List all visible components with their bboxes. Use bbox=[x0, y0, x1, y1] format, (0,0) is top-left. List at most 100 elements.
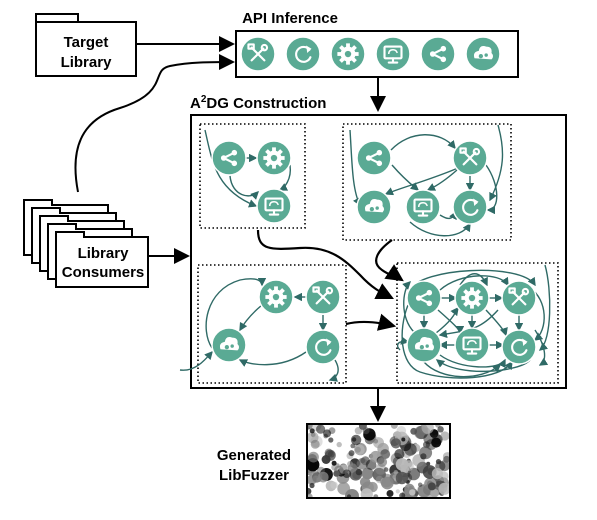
graph-edge bbox=[489, 124, 504, 202]
cloud-icon bbox=[473, 46, 494, 60]
noise-dot bbox=[381, 476, 394, 490]
monitor-node bbox=[256, 188, 292, 224]
generated-label-line1: Generated bbox=[217, 447, 291, 464]
noise-dot bbox=[431, 437, 442, 448]
graph-edge bbox=[384, 167, 459, 196]
refresh-icon bbox=[511, 338, 528, 356]
noise-dot bbox=[324, 448, 333, 457]
noise-dot bbox=[356, 458, 369, 470]
noise-dot bbox=[358, 425, 367, 430]
noise-dot bbox=[331, 464, 338, 471]
tools-icon bbox=[508, 287, 530, 306]
graph-edge bbox=[435, 306, 459, 334]
noise-dot bbox=[430, 488, 439, 497]
refresh-icon bbox=[315, 338, 332, 356]
graph-edge bbox=[401, 304, 513, 379]
noise-dot bbox=[333, 470, 340, 477]
consumers-to-api-curve bbox=[74, 54, 235, 193]
target-label-line2: Library bbox=[61, 54, 113, 71]
graph-edge bbox=[229, 175, 259, 200]
target-label-line1: Target bbox=[64, 34, 109, 51]
noise-dot bbox=[373, 494, 379, 497]
share-icon bbox=[415, 289, 433, 307]
noise-dot bbox=[355, 468, 363, 476]
graph-edge bbox=[439, 354, 506, 369]
noise-dot bbox=[393, 470, 398, 475]
noise-dot bbox=[409, 489, 416, 496]
merge-arrow-1 bbox=[256, 229, 394, 299]
graph-edge bbox=[204, 129, 258, 208]
noise-dot bbox=[347, 463, 358, 474]
share-node bbox=[356, 140, 392, 176]
monitor-node bbox=[405, 189, 441, 225]
gear-node bbox=[256, 140, 292, 176]
noise-dot bbox=[308, 425, 313, 430]
monitor-icon bbox=[383, 45, 403, 64]
refresh-icon bbox=[295, 45, 312, 63]
cloud-node bbox=[465, 36, 501, 72]
merge-arrow-2 bbox=[375, 239, 404, 282]
cloud-node bbox=[211, 327, 247, 363]
graph-edge bbox=[238, 351, 307, 367]
noise-dot bbox=[350, 434, 362, 446]
gear-icon bbox=[263, 147, 285, 169]
fuzzer-noise-dots bbox=[308, 425, 449, 497]
graph-edge bbox=[278, 164, 292, 191]
cloud-node bbox=[406, 327, 442, 363]
cloud-node bbox=[356, 189, 392, 225]
noise-dot bbox=[412, 443, 421, 452]
noise-dot bbox=[377, 457, 388, 467]
noise-dot bbox=[396, 426, 407, 436]
noise-dot bbox=[394, 449, 405, 460]
cloud-icon bbox=[219, 337, 240, 351]
api-inference-title: API Inference bbox=[242, 10, 338, 27]
tools-icon bbox=[247, 43, 269, 62]
graph-edge bbox=[459, 273, 488, 287]
share-icon bbox=[429, 45, 447, 63]
refresh-node bbox=[285, 36, 321, 72]
noise-dot bbox=[308, 451, 319, 463]
noise-dot bbox=[373, 437, 384, 449]
share-icon bbox=[220, 149, 238, 167]
share-node bbox=[420, 36, 456, 72]
monitor-node bbox=[375, 36, 411, 72]
graph-edge bbox=[485, 309, 508, 337]
graph-edge bbox=[205, 277, 267, 349]
refresh-node bbox=[501, 329, 537, 365]
target-library-folder: Target Library bbox=[35, 13, 137, 77]
graph-edge bbox=[179, 350, 213, 371]
noise-dot bbox=[334, 465, 344, 476]
share-node bbox=[211, 140, 247, 176]
a2dg-title: A2DG Construction bbox=[190, 94, 326, 112]
cloud-icon bbox=[414, 337, 435, 351]
noise-dot bbox=[308, 493, 313, 497]
noise-dot bbox=[356, 461, 361, 466]
noise-dot bbox=[348, 450, 355, 457]
graph-nodes bbox=[211, 140, 537, 365]
gear-icon bbox=[461, 287, 483, 309]
graph-edge bbox=[396, 336, 410, 351]
graph-edge bbox=[328, 359, 339, 382]
tools-icon bbox=[312, 286, 334, 305]
cloud-icon bbox=[364, 199, 385, 213]
noise-dot bbox=[399, 492, 406, 497]
monitor-icon bbox=[264, 197, 284, 216]
gear-node bbox=[330, 36, 366, 72]
noise-dot bbox=[354, 446, 361, 453]
noise-dot bbox=[421, 425, 434, 434]
subgraph-box-merged bbox=[396, 262, 559, 384]
api-icon-row bbox=[240, 36, 501, 72]
graph-edge bbox=[239, 304, 263, 332]
gear-icon bbox=[265, 286, 287, 308]
noise-dot bbox=[360, 488, 373, 497]
noise-dot bbox=[323, 429, 332, 438]
gear-node bbox=[454, 280, 490, 316]
noise-dot bbox=[328, 437, 334, 443]
noise-dot bbox=[431, 468, 443, 480]
consumers-label-line2: Consumers bbox=[62, 264, 145, 281]
noise-dot bbox=[383, 467, 389, 472]
noise-dot bbox=[380, 449, 391, 460]
merge-arrow-3 bbox=[345, 313, 397, 331]
noise-dot bbox=[437, 426, 444, 433]
